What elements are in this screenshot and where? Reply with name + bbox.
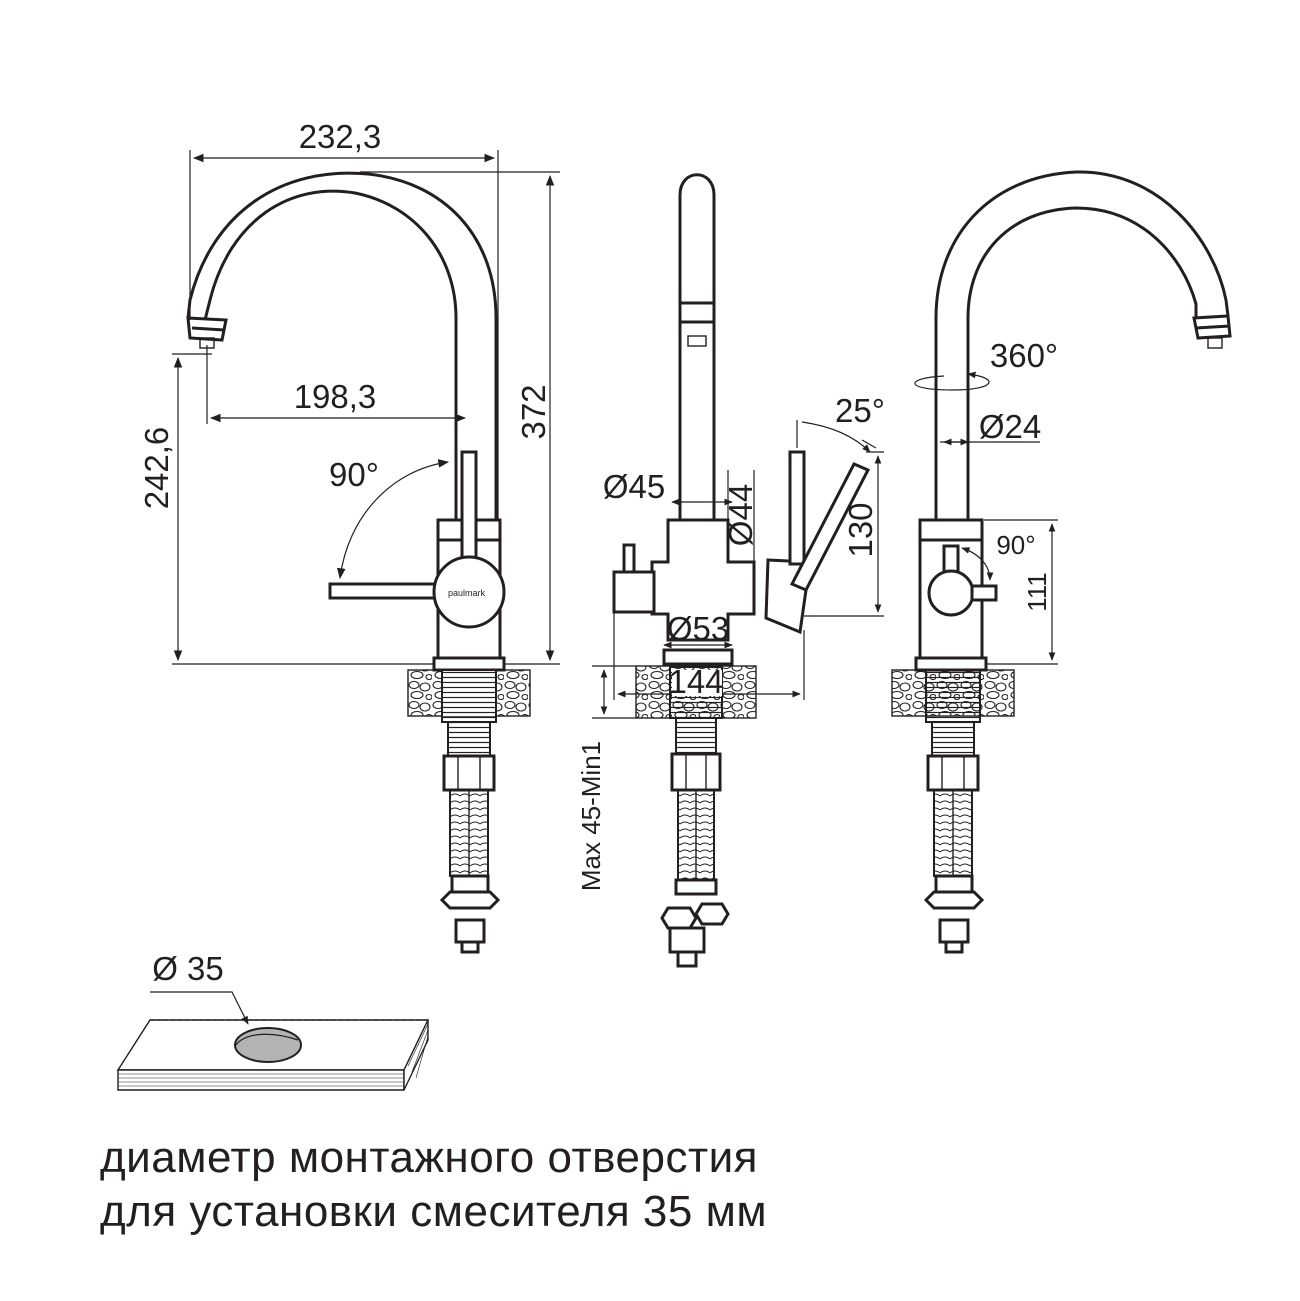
dim-spout-diameter: Ø24 <box>979 408 1041 445</box>
dim-total-height: 372 <box>515 384 552 439</box>
mixer-handle <box>328 582 442 600</box>
spout-outline <box>203 189 458 520</box>
dim-swivel-angle: 360° <box>990 337 1058 374</box>
hole-leader <box>150 991 249 1025</box>
spout-rear-inner <box>966 206 1198 520</box>
front-view: paulmark 232,3 372 242,6 <box>138 118 560 954</box>
base-ring <box>432 656 506 672</box>
dim-spout-reach-axis: 198,3 <box>294 378 377 415</box>
aerator <box>186 316 228 342</box>
angle-arc-lever <box>801 421 871 453</box>
dim-countertop-thickness: Max 45-Min1 <box>576 741 606 891</box>
spout-outline-outer <box>186 171 498 520</box>
handle-knob <box>432 555 506 629</box>
base-side <box>662 648 734 666</box>
dim-hole-diameter: Ø 35 <box>152 950 224 987</box>
dim-base-diameter: Ø53 <box>667 610 729 647</box>
lever-tilted <box>789 462 871 592</box>
countertop-side <box>403 1019 429 1091</box>
angle-arc-rear <box>961 547 994 581</box>
dim-base-width: 144 <box>668 663 723 700</box>
spout-rear-outer <box>934 170 1230 520</box>
dim-spout-height: 242,6 <box>138 427 175 510</box>
dim-lever-height: 130 <box>842 502 879 557</box>
angle-arc-front <box>336 459 450 580</box>
caption-line-1: диаметр монтажного отверстия <box>100 1133 758 1182</box>
rotation-arrow <box>914 371 990 391</box>
lever-vertical <box>788 450 806 566</box>
knob-rear <box>927 569 975 617</box>
dim-lever-angle: 25° <box>835 392 885 429</box>
dim-spout-reach: 232,3 <box>299 118 382 155</box>
spout-side <box>678 173 716 520</box>
body-side <box>650 518 756 642</box>
dim-body-diameter-top: Ø45 <box>603 468 665 505</box>
hose-nut <box>439 890 501 910</box>
dim-handle-angle-side: 90° <box>996 530 1035 560</box>
mounting-nut <box>442 754 496 792</box>
dim-body-diameter: Ø44 <box>722 484 759 546</box>
threaded-shank <box>441 669 497 723</box>
mounting-hole-detail: Ø 35 <box>116 950 430 1091</box>
caption-line-2: для установки смесителя 35 мм <box>100 1187 768 1236</box>
countertop-front <box>117 1069 405 1091</box>
side-handle <box>612 570 656 614</box>
dim-handle-height: 111 <box>1022 572 1052 612</box>
dim-handle-angle-front: 90° <box>329 456 379 493</box>
side-view: Ø45 Ø44 Ø53 144 Max 45-Min1 25° 130 <box>576 173 885 968</box>
brand-logo: paulmark <box>448 588 486 598</box>
mounting-hole <box>234 1027 302 1063</box>
rear-view: 360° Ø24 90° 111 <box>891 170 1232 954</box>
